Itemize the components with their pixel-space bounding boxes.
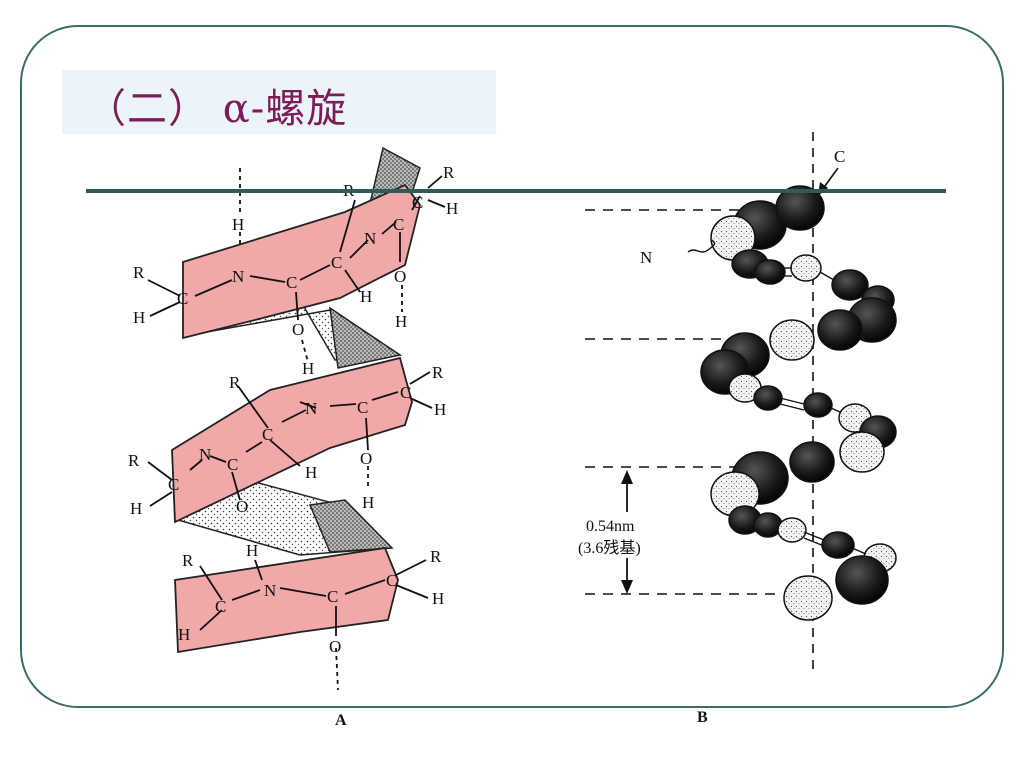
n-terminus-label: N	[640, 248, 652, 267]
atom-label: O	[292, 320, 304, 339]
helix-atoms	[700, 185, 897, 621]
atom-label: O	[360, 449, 372, 468]
atom-label: R	[430, 547, 442, 566]
panel-b-caption: B	[697, 709, 708, 726]
ribbon-front-faces	[171, 183, 421, 654]
pitch-arrow-up	[621, 470, 633, 484]
atom-label: H	[432, 589, 444, 608]
atom-label: N	[232, 267, 244, 286]
atom-label: H	[302, 359, 314, 378]
atom-label: C	[227, 455, 238, 474]
atom-label: H	[130, 499, 142, 518]
atom-label: H	[133, 308, 145, 327]
atom-label: R	[128, 451, 140, 470]
atom-label: C	[215, 597, 226, 616]
atom-label: R	[182, 551, 194, 570]
c-terminus-label: C	[834, 147, 845, 166]
atom-label: R	[133, 263, 145, 282]
pitch-arrow-down	[621, 580, 633, 594]
backbone-bonds	[147, 175, 446, 636]
atom-label: H	[232, 215, 244, 234]
atom-label: H	[305, 463, 317, 482]
atom-label: C	[331, 253, 342, 272]
atom-labels: R R C H C N H N C C O R C H H O H H R C …	[128, 163, 458, 656]
atom-label: O	[236, 497, 248, 516]
atom-label: C	[357, 398, 368, 417]
atom-label: R	[443, 163, 455, 182]
atom-label: N	[264, 581, 276, 600]
atom-label: H	[246, 541, 258, 560]
atom-label: R	[229, 373, 241, 392]
atom-label: N	[364, 229, 376, 248]
atom-label: N	[305, 399, 317, 418]
ribbon-back-faces	[176, 146, 421, 556]
atom-label: H	[178, 625, 190, 644]
helix-bonds	[687, 239, 867, 555]
atom-label: C	[262, 425, 273, 444]
pitch-residues: (3.6残基)	[578, 539, 641, 557]
atom-label: C	[327, 587, 338, 606]
title-rule	[86, 189, 946, 193]
atom-label: C	[177, 289, 188, 308]
atom-label: C	[400, 383, 411, 402]
slide-title: （二） α-螺旋	[86, 86, 348, 132]
atom-label: H	[446, 199, 458, 218]
atom-label: R	[432, 363, 444, 382]
atom-label: O	[394, 267, 406, 286]
atom-label: H	[362, 493, 374, 512]
pitch-value: 0.54nm	[586, 518, 635, 535]
title-background	[62, 70, 496, 134]
atom-label: C	[286, 273, 297, 292]
panel-b-atom-model: C N 0.54nm (3.6残基) B	[578, 132, 897, 726]
atom-label: N	[199, 445, 211, 464]
atom-label: C	[386, 571, 397, 590]
panel-a-caption: A	[335, 712, 347, 729]
atom-label: C	[393, 215, 404, 234]
atom-label: C	[168, 475, 179, 494]
panel-a-ribbon-model: R R C H C N H N C C O R C H H O H H R C …	[128, 146, 458, 729]
atom-label: H	[360, 287, 372, 306]
atom-label: H	[434, 400, 446, 419]
atom-label: O	[329, 637, 341, 656]
atom-label: C	[412, 193, 423, 212]
atom-label: H	[395, 312, 407, 331]
